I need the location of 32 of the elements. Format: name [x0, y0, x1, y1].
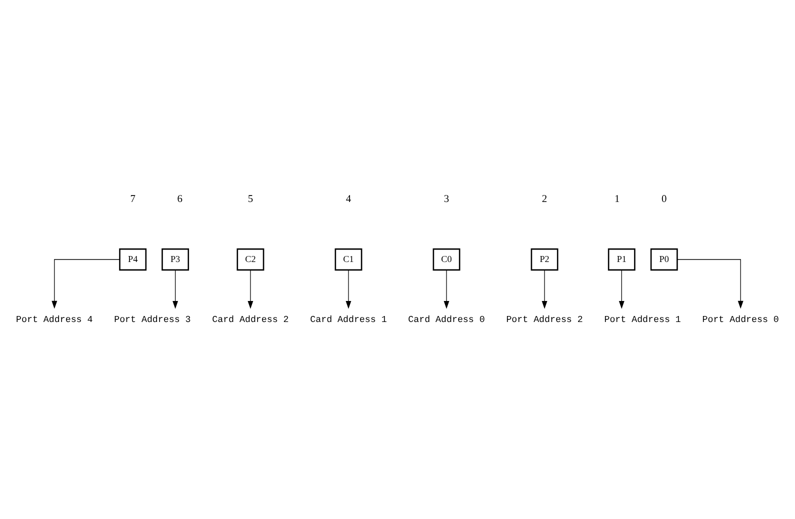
node-box: P4: [119, 248, 147, 271]
label: 7: [130, 194, 136, 205]
arrow: [346, 270, 352, 309]
node-box: C2: [236, 248, 264, 271]
node-text: Port Address 3: [114, 314, 191, 326]
node-text: Card Address 1: [310, 314, 387, 326]
label: 4: [346, 194, 352, 205]
node-box: C0: [432, 248, 460, 271]
node-text: Port Address 1: [604, 314, 681, 326]
arrow: [542, 270, 548, 309]
arrow: [444, 270, 450, 309]
arrow: [248, 270, 254, 309]
label: 1: [614, 194, 620, 205]
node-text: Port Address 0: [702, 314, 779, 326]
arrow: [676, 259, 744, 309]
arrow: [52, 259, 120, 309]
node-text: Card Address 2: [212, 314, 289, 326]
label: 0: [662, 194, 667, 205]
label: 3: [444, 194, 450, 205]
node-text: Port Address 4: [16, 314, 93, 326]
label: 6: [177, 194, 182, 205]
label: 5: [248, 194, 254, 205]
node-box: C1: [334, 248, 362, 271]
node-box: P0: [650, 248, 678, 271]
node-text: Port Address 2: [506, 314, 583, 326]
node-box: P3: [162, 248, 190, 271]
arrow: [172, 270, 178, 309]
node-box: P2: [530, 248, 558, 271]
node-box: P1: [608, 248, 636, 271]
label: 2: [542, 194, 548, 205]
node-text: Card Address 0: [408, 314, 485, 326]
arrow: [618, 270, 624, 309]
